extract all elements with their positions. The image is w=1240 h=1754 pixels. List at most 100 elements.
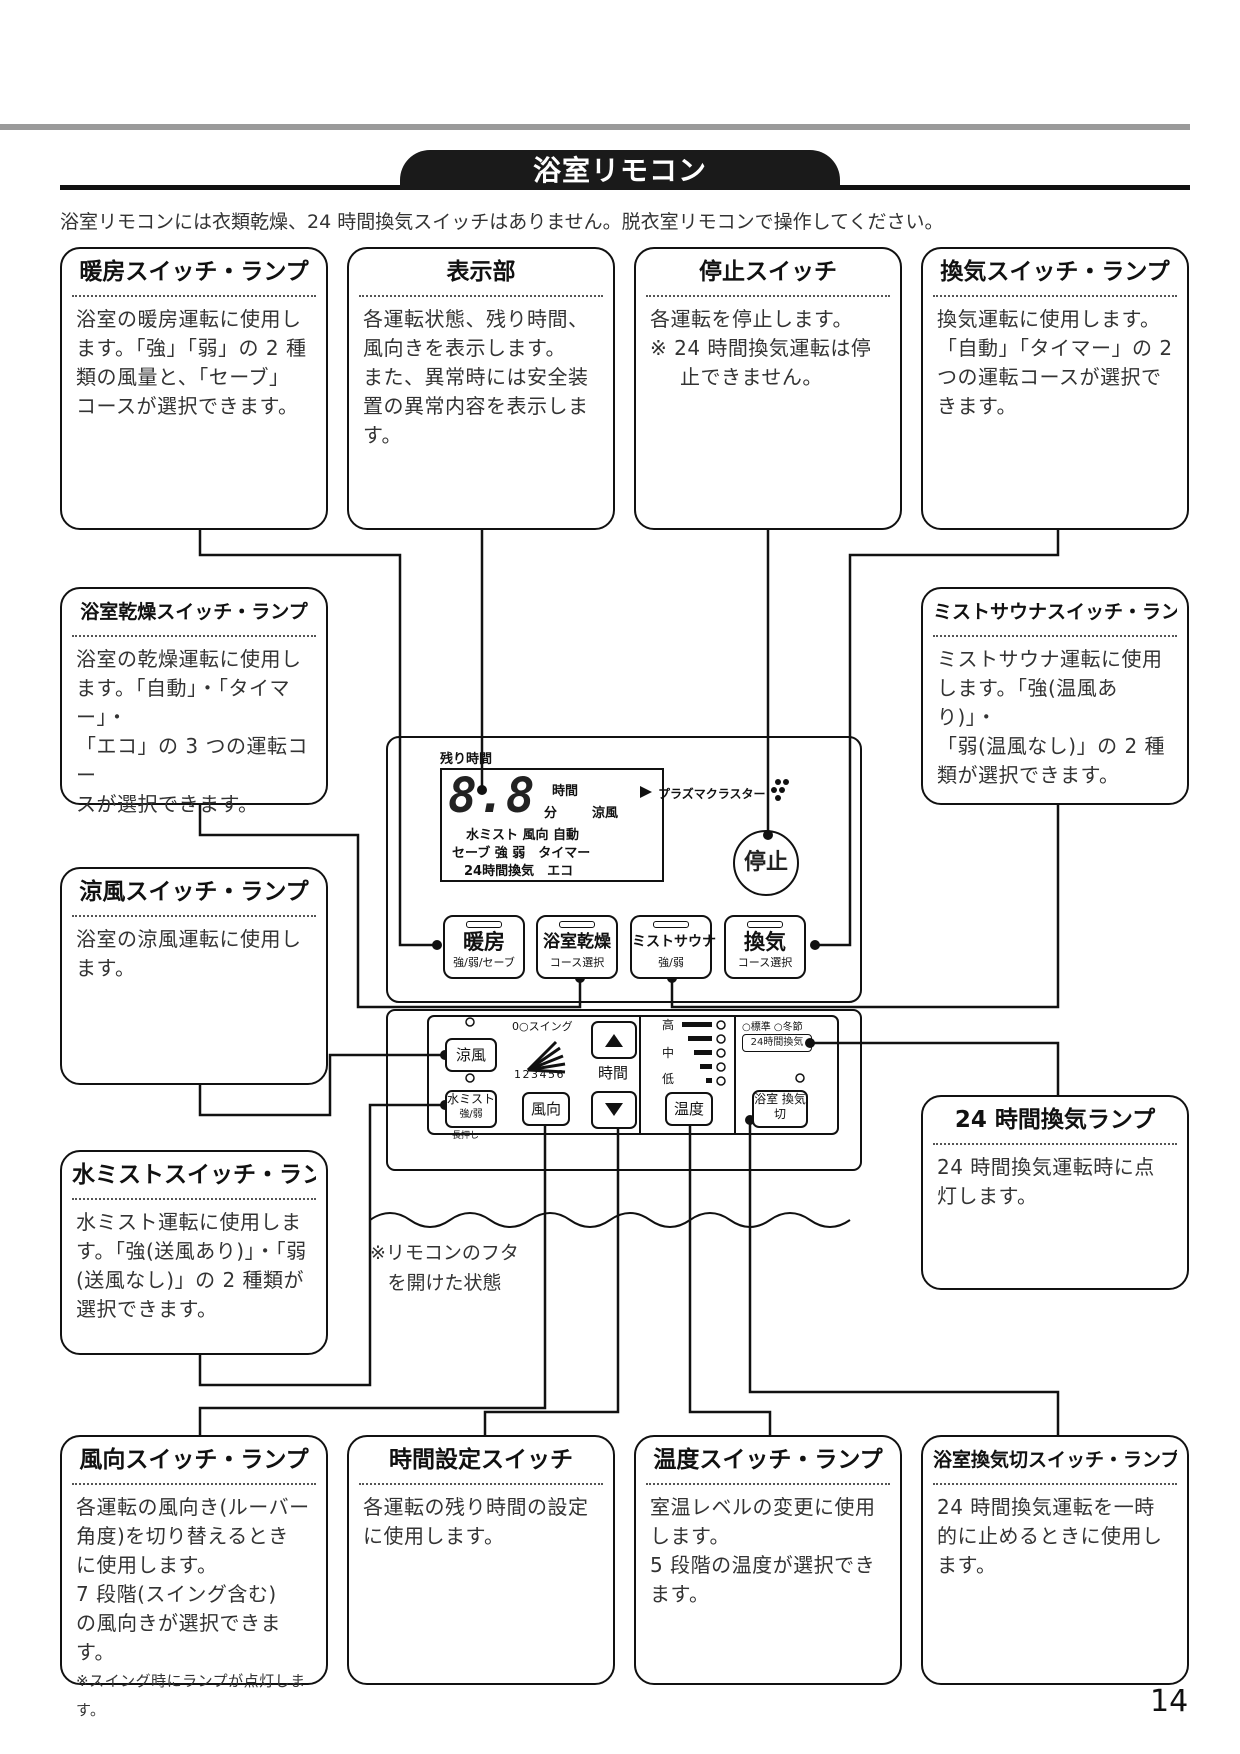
box-note: ※スイング時にランプが点灯します。 [76,1672,306,1719]
section-title: 浴室リモコン [400,150,840,190]
lcd-min: 分 [544,806,558,821]
box-line: きます。 [937,394,1017,418]
lamp-indicator [559,921,595,928]
lcd-row1: 水ミスト 風向 自動 [466,828,580,843]
mizu-mist-sub: 強/弱 [459,1109,483,1120]
box-title: 浴室換気切スイッチ・ランプ [933,1437,1177,1485]
box-line: 24 時間換気運転を一時 [937,1495,1155,1519]
box-line: ます。 [76,956,136,980]
long-press-label: 長押し [452,1131,480,1141]
box-line: 換気運転に使用します。 [937,307,1161,331]
box-danbo: 暖房スイッチ・ランプ 浴室の暖房運転に使用し ます。「強」「弱」の 2 種 類の… [60,247,328,530]
box-line: 置の異常内容を表示しま [363,394,589,418]
box-line: ます。「強」「弱」の 2 種 [76,336,307,360]
box-title: 換気スイッチ・ランプ [933,249,1177,297]
box-line: (送風なし)」の 2 種類が [76,1268,305,1292]
box-line: 水ミスト運転に使用しま [76,1210,302,1234]
kanki-button[interactable]: 換気 コース選択 [724,915,806,979]
ryofu-button[interactable]: 涼風 [445,1038,497,1072]
box-line: 浴室の暖房運転に使用し [76,307,302,331]
box-title: ミストサウナスイッチ・ランプ [933,589,1177,637]
box-title: 浴室乾燥スイッチ・ランプ [72,589,316,637]
lid-caption: ※リモコンのフタ を開けた状態 [370,1238,519,1298]
intro-text: 浴室リモコンには衣類乾燥、24 時間換気スイッチはありません。脱衣室リモコンで操… [60,211,944,233]
mizu-mist-label: 水ミスト [447,1092,496,1106]
danbo-sub: 強/弱/セーブ [453,956,515,969]
box-line: コースが選択できます。 [76,394,299,418]
ondo-button[interactable]: 温度 [665,1092,713,1126]
box-ondo: 温度スイッチ・ランプ 室温レベルの変更に使用 します。 5 段階の温度が選択でき… [634,1435,902,1685]
box-mizu-mist: 水ミストスイッチ・ランプ 水ミスト運転に使用しま す。「強(送風あり)」・「弱 … [60,1150,328,1355]
kanki-label: 換気 [744,930,786,954]
box-title: 表示部 [359,249,603,297]
kanso-button[interactable]: 浴室乾燥 コース選択 [536,915,618,979]
box-line: に使用します。 [76,1553,218,1577]
lcd-display: 8.8 時間 分 涼風 水ミスト 風向 自動 セーブ 強 弱 タイマー 24時間… [440,768,664,882]
danbo-label: 暖房 [463,930,505,954]
box-kanki: 換気スイッチ・ランプ 換気運転に使用します。 「自動」「タイマー」の 2 つの運… [921,247,1189,530]
box-title: 風向スイッチ・ランプ [72,1437,316,1485]
stop-button[interactable]: 停止 [733,830,799,896]
kanso-label: 浴室乾燥 [543,932,611,952]
box-kanki24: 24 時間換気ランプ 24 時間換気運転時に点 灯します。 [921,1095,1189,1290]
lcd-row2: セーブ 強 弱 タイマー [452,846,591,861]
box-line: 各運転を停止します。 [650,307,853,331]
box-title: 時間設定スイッチ [359,1437,603,1485]
kankigiri-button[interactable]: 浴室 換気切 [752,1090,808,1128]
box-line: に使用します。 [363,1524,505,1548]
page-number: 14 [1150,1684,1189,1719]
mist-sauna-label: ミストサウナ [632,934,716,950]
fuko-button[interactable]: 風向 [522,1092,570,1126]
plasma-label: プラズマクラスター [658,787,766,801]
box-fuko: 風向スイッチ・ランプ 各運転の風向き(ルーバー 角度)を切り替えるとき に使用し… [60,1435,328,1719]
mist-sauna-sub: 強/弱 [658,956,684,969]
box-line: 選択できます。 [76,1297,218,1321]
box-line: ます。 [650,1582,710,1606]
box-line: 類が選択できます。 [937,763,1120,787]
box-line: します。 [650,1524,730,1548]
box-line: つの運転コースが選択で [937,365,1162,389]
box-line: スが選択できます。 [76,792,259,816]
box-line: 室温レベルの変更に使用 [650,1495,876,1519]
lcd-digits: 8.8 [448,768,535,824]
box-line: 5 段階の温度が選択でき [650,1553,876,1577]
box-line: 「弱(温風なし)」の 2 種 [937,734,1166,758]
lcd-cool: 涼風 [592,806,619,821]
level-mid: 中 [662,1046,675,1060]
caption-line: ※リモコンのフタ [370,1242,519,1264]
box-kanso: 浴室乾燥スイッチ・ランプ 浴室の乾燥運転に使用し ます。「自動」・「タイマー」・… [60,587,328,816]
box-line: す。 [363,423,402,447]
standard-label: ○標準 ○冬節 [742,1022,803,1033]
box-line: 7 段階(スイング含む) [76,1582,277,1606]
lamp-indicator [466,921,502,928]
lcd-row3: 24時間換気 エコ [464,864,574,879]
mist-sauna-button[interactable]: ミストサウナ 強/弱 [630,915,716,979]
kanki-sub: コース選択 [737,956,793,969]
box-kankigiri: 浴室換気切スイッチ・ランプ 24 時間換気運転を一時 的に止めるときに使用し ま… [921,1435,1189,1685]
danbo-button[interactable]: 暖房 強/弱/セーブ [443,915,525,979]
box-title: 涼風スイッチ・ランプ [72,869,316,917]
box-line: 的に止めるときに使用し [937,1524,1163,1548]
box-line: 浴室の乾燥運転に使用し [76,647,302,671]
box-line: の風向きが選択できます。 [76,1611,281,1664]
box-jikan: 時間設定スイッチ 各運転の残り時間の設定 に使用します。 [347,1435,615,1685]
lamp-indicator [653,921,689,928]
box-note: ※ 24 時間換気運転は停止できません。 [650,336,872,389]
mizu-mist-button[interactable]: 水ミスト 強/弱 [445,1090,497,1128]
box-title: 暖房スイッチ・ランプ [72,249,316,297]
box-line: します。「強(温風あり)」・ [937,676,1118,729]
box-line: また、異常時には安全装 [363,365,589,389]
box-line: 「エコ」の 3 つの運転コー [76,734,308,787]
box-line: 24 時間換気運転時に点 [937,1155,1155,1179]
box-line: 各運転の残り時間の設定 [363,1495,589,1519]
level-high: 高 [662,1018,675,1032]
box-line: 灯します。 [937,1184,1038,1208]
box-line: ます。「自動」・「タイマー」・ [76,676,290,729]
level-low: 低 [662,1072,675,1086]
box-teishi: 停止スイッチ 各運転を停止します。 ※ 24 時間換気運転は停止できません。 [634,247,902,530]
lcd-hour: 時間 [552,784,579,799]
kanki24-lamp: 24時間換気 [742,1034,812,1052]
box-title: 24 時間換気ランプ [933,1097,1177,1145]
box-line: す。「強(送風あり)」・「弱 [76,1239,307,1263]
